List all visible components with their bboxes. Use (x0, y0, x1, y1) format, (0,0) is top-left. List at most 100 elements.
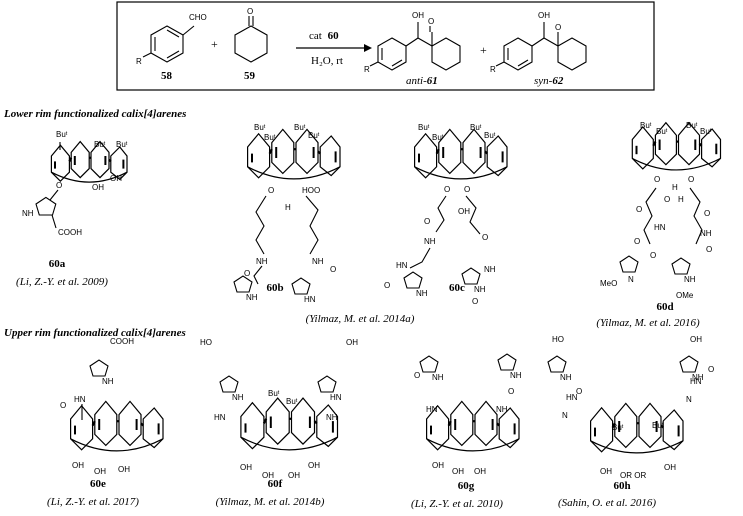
atom-label: OH (664, 463, 676, 472)
atom-label: Buᵗ (418, 123, 430, 132)
bond-path (316, 404, 339, 448)
citation-60b: (Yilmaz, M. et al. 2014a) (306, 313, 415, 325)
atom-label: HN (566, 393, 578, 402)
atom-label: O (688, 175, 694, 184)
atom-label: NH (246, 293, 258, 302)
atom-label: OH (432, 461, 444, 470)
atom-label: HN (654, 223, 666, 232)
atom-label: Buᵗ (652, 421, 664, 430)
anti-r-label: R (364, 65, 370, 74)
ketone-o-label: O (247, 7, 253, 16)
compound-60g-label: 60g (458, 480, 475, 492)
bond-path (671, 257, 691, 275)
bond-path (68, 157, 73, 162)
atom-label: NH (484, 265, 496, 274)
atom-label: O (268, 186, 274, 195)
atom-label: O (636, 205, 642, 214)
citation-60h: (Sahin, O. et al. 2016) (558, 497, 656, 509)
syn-prefix: syn- (534, 75, 553, 87)
atom-label: O (56, 181, 62, 190)
bond-path (317, 150, 321, 155)
atom-label: OH (262, 471, 274, 480)
bond-path (662, 409, 684, 451)
bond-path (313, 420, 318, 425)
bond-path (247, 166, 341, 180)
atom-label: O (654, 175, 660, 184)
atom-label: OH (72, 461, 84, 470)
plus-sign-2: + (480, 43, 487, 57)
atom-label: O (464, 185, 470, 194)
bond-path (70, 140, 90, 179)
atom-label: HN (304, 295, 316, 304)
bond-path (474, 400, 498, 447)
bond-path (305, 195, 319, 255)
bond-path (140, 422, 144, 427)
svg-text:anti-61: anti-61 (406, 75, 438, 87)
compound-labels: 60a (Li, Z.-Y. et al. 2009) 60b (Yilmaz,… (16, 258, 700, 510)
atom-label: H (285, 203, 291, 212)
atom-label: O (508, 387, 514, 396)
compound-60h-label: 60h (613, 480, 630, 492)
atom-label: MeO (600, 279, 617, 288)
reaction-conditions: H₂O, rt (311, 55, 343, 67)
atom-label: Buᵗ (264, 133, 276, 142)
atom-label: Buᵗ (294, 123, 306, 132)
atom-label: O (706, 245, 712, 254)
bond-path (660, 424, 664, 429)
lower-rim-heading: Lower rim functionalized calix[4]arenes (3, 108, 186, 120)
atom-label: OH (94, 467, 106, 476)
bond-path (619, 255, 639, 273)
atom-label: O (664, 195, 670, 204)
bond-path (643, 187, 657, 245)
bond-path (435, 148, 440, 155)
bond-path (461, 267, 481, 285)
atom-label: NH (232, 393, 244, 402)
atom-label: NH (510, 371, 522, 380)
atom-label: Buᵗ (656, 127, 668, 136)
bond-path (486, 135, 508, 177)
atom-label: O (482, 233, 488, 242)
atom-label: H (672, 183, 678, 192)
atom-label: OMe (676, 291, 694, 300)
compound-59-label: 59 (244, 70, 256, 82)
atom-label: Buᵗ (470, 123, 482, 132)
compound-60a-label: 60a (49, 258, 66, 270)
atom-label: N (628, 275, 634, 284)
bond-path (271, 128, 295, 175)
bond-path (240, 436, 338, 451)
atom-label: Buᵗ (254, 123, 266, 132)
atom-label: Buᵗ (700, 127, 712, 136)
atom-label: Buᵗ (116, 140, 128, 149)
bond-path (268, 148, 273, 155)
atom-label: Buᵗ (432, 133, 444, 142)
atom-label: OH (92, 183, 104, 192)
atom-label: Buᵗ (640, 121, 652, 130)
bond-path (317, 375, 337, 393)
atom-label: Buᵗ (268, 389, 280, 398)
bond-path (35, 196, 57, 216)
atom-label: NH (684, 275, 696, 284)
atom-label: OH (308, 461, 320, 470)
bond-path (295, 128, 319, 175)
atom-label: OH (118, 465, 130, 474)
bond-path (590, 406, 614, 453)
bond-path (255, 195, 267, 255)
aldehyde-cho-label: CHO (189, 13, 207, 22)
atom-label: OR OR (620, 471, 646, 480)
atom-label: O (472, 297, 478, 306)
atom-label: NH (560, 373, 572, 382)
bond-path (233, 275, 253, 293)
syn-oh-label: OH (538, 11, 550, 20)
reaction-scheme-box (116, 1, 655, 91)
bond-path (450, 400, 474, 447)
bond-path (497, 353, 517, 371)
atom-label: OH (600, 467, 612, 476)
atom-label: Buᵗ (56, 130, 68, 139)
atom-label: NH (432, 373, 444, 382)
